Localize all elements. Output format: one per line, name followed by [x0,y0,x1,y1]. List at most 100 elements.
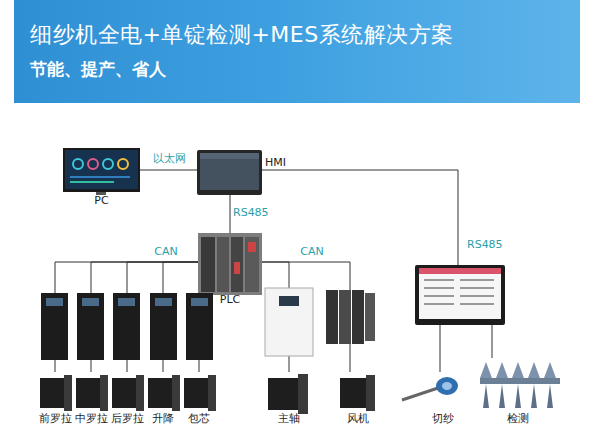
touch-screen [415,265,505,325]
screen-bezel [415,265,505,325]
monitor-frame [63,148,140,192]
device-node: 前罗拉 [37,372,73,412]
bus-label: 以太网 [153,152,186,165]
device-node: 包芯 [181,372,217,412]
screen-line [460,303,494,305]
spindle-tips [480,362,556,378]
screen-line [460,279,494,281]
gauge-symbol [103,159,113,169]
gauge-symbol [118,159,128,169]
motor-body [184,378,210,408]
chart-bar [70,181,114,183]
motor-flange [100,375,108,411]
connector-line [230,195,231,233]
servo-drive [150,293,177,360]
motor-flange [136,375,144,411]
device-label: 包芯 [188,412,210,425]
bus-label: RS485 [467,238,503,251]
screen-line [424,279,454,281]
plc-module [231,237,243,292]
motor-flange [298,374,308,414]
device-label: 中罗拉 [75,412,108,425]
io-module [326,290,338,344]
io-module [339,290,351,344]
motor-body [40,378,66,408]
monitor-screen [65,150,138,189]
header-banner: 细纱机全电+单锭检测+MES系统解决方案节能、提产、省人 [14,0,580,103]
inverter-body [265,288,313,356]
motor-body [112,378,138,408]
inverter-display [279,296,299,306]
drive-display [82,298,99,306]
hmi-frame [197,150,262,195]
motor-flange [208,375,216,411]
device-node: 升降 [145,372,181,412]
device-node: 切纱 [400,372,466,412]
hmi-panel [197,150,262,195]
motor-flange [366,375,375,411]
connector-line [492,325,493,358]
spindle-shafts [483,384,553,408]
device-node: 中罗拉 [73,372,109,412]
plc-rack [198,233,262,295]
servo-drive [41,293,68,360]
connector-line [91,262,198,372]
device-label: PC [94,194,108,207]
io-module [352,290,364,344]
device-node: HMI [197,150,262,195]
bus-label: CAN [154,245,177,258]
device-node: PLC [198,233,262,295]
connector-line [262,262,350,372]
device-node: 检测 [478,358,562,412]
hmi-header [200,153,259,159]
device-label: 前罗拉 [39,412,72,425]
pc-monitor [63,148,140,195]
page-title: 细纱机全电+单锭检测+MES系统解决方案 [30,20,454,50]
sensor-bar [480,378,560,384]
motor-body [148,378,174,408]
motor-flange [172,375,180,411]
bus-label: RS485 [233,206,269,219]
servo-drives [41,293,213,360]
connector-line [55,262,198,372]
screen-line [424,287,454,289]
screen-line [460,287,494,289]
device-label: 后罗拉 [111,412,144,425]
drive-display [118,298,135,306]
plc-body [198,233,262,295]
plc-module [217,237,229,292]
device-label: PLC [220,293,240,306]
motor-body [268,378,300,410]
device-label: 升降 [152,412,174,425]
chart-bar [70,176,130,178]
device-label: 风机 [347,412,369,425]
connector-line [440,325,441,372]
connector-line [262,170,458,265]
screen-line [424,303,454,305]
screen-line [460,295,494,297]
gauge-symbol [88,159,98,169]
yarn-cutter [402,377,458,400]
drive-display [155,298,172,306]
subtitle: 节能、提产、省人 [30,58,166,81]
device-node: 后罗拉 [109,372,145,412]
device-label: HMI [265,156,286,169]
servo-drive [77,293,104,360]
device-node: 主轴 [267,372,311,414]
terminal-block [234,262,240,274]
plc-module [245,237,259,292]
cutter-rod [402,388,438,400]
bus-label: CAN [300,245,323,258]
cutter-center [442,382,452,390]
device-label: 主轴 [278,412,300,425]
cutter-head [436,377,458,395]
servo-drive [113,293,140,360]
device-node: PC [63,148,140,194]
motor-body [340,378,368,408]
io-module [365,293,375,341]
fan-controller [326,290,375,411]
